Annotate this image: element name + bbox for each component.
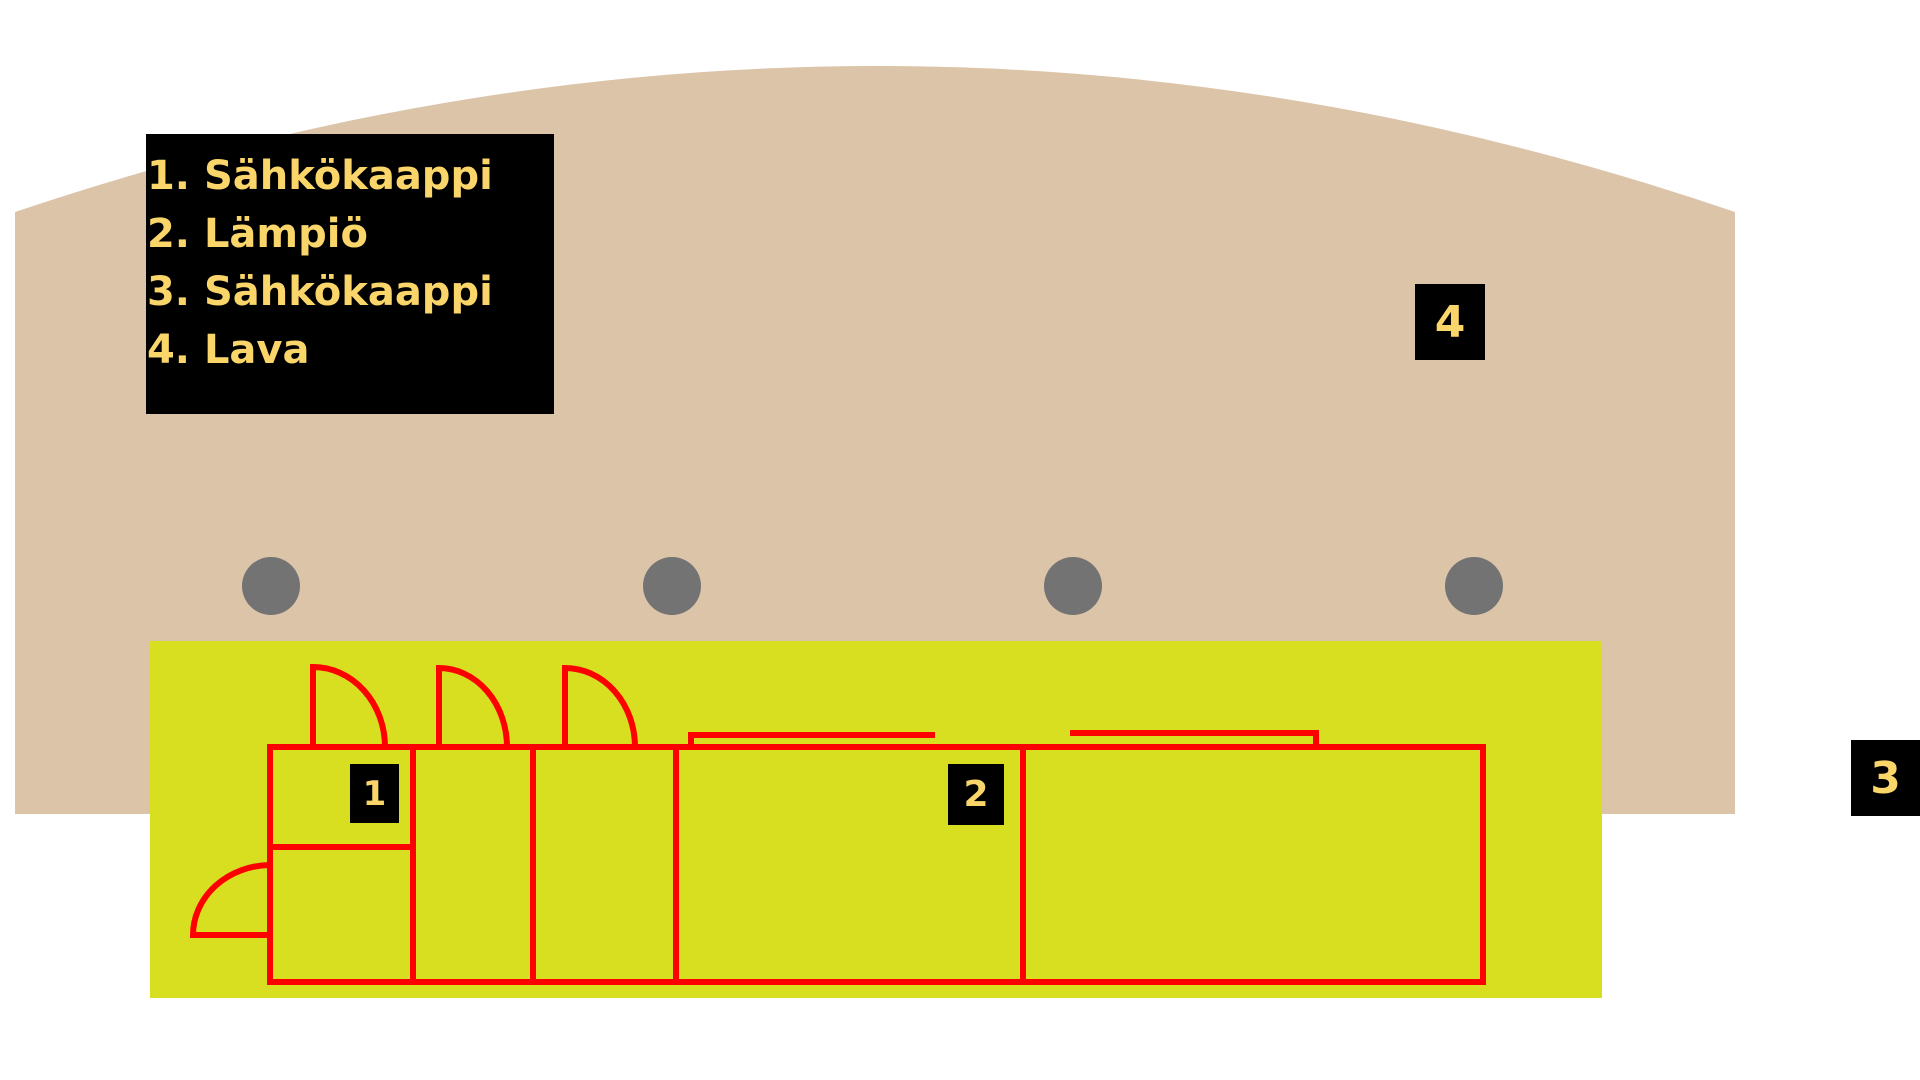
legend-item: 1. Sähkökaappi <box>146 154 554 198</box>
marker-1: 1 <box>350 764 399 823</box>
pillar <box>1445 557 1503 615</box>
pillar <box>643 557 701 615</box>
legend: 1. Sähkökaappi 2. Lämpiö 3. Sähkökaappi … <box>146 134 554 414</box>
door-swing <box>189 862 271 938</box>
legend-item-number: 2. <box>146 211 190 257</box>
marker-3: 3 <box>1851 740 1920 816</box>
door-swing <box>436 664 510 748</box>
legend-item-label: Sähkökaappi <box>203 153 493 199</box>
legend-item-label: Lämpiö <box>203 211 368 257</box>
legend-item-number: 4. <box>146 327 190 373</box>
legend-item: 4. Lava <box>146 328 554 372</box>
marker-2: 2 <box>948 764 1004 825</box>
marker-4: 4 <box>1415 284 1485 360</box>
legend-item-label: Sähkökaappi <box>203 269 493 315</box>
door-swing <box>310 663 388 748</box>
legend-item: 3. Sähkökaappi <box>146 270 554 314</box>
legend-item-label: Lava <box>203 327 310 373</box>
legend-item-number: 3. <box>146 269 190 315</box>
pillar <box>242 557 300 615</box>
legend-item: 2. Lämpiö <box>146 212 554 256</box>
door-swing <box>562 664 638 748</box>
pillar <box>1044 557 1102 615</box>
legend-item-number: 1. <box>146 153 190 199</box>
walls <box>189 663 1486 985</box>
